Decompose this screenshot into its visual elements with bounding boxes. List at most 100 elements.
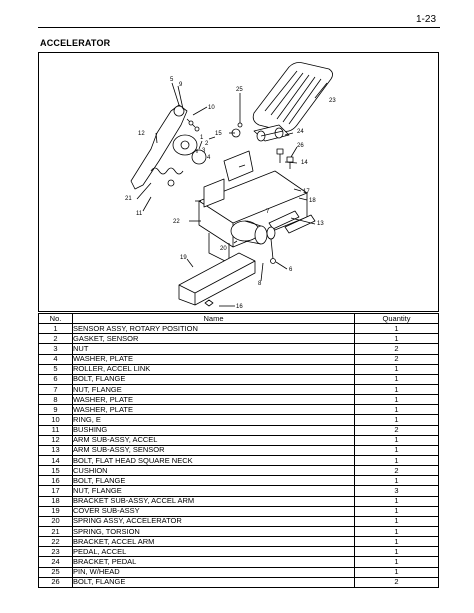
cell-name: ARM SUB-ASSY, SENSOR <box>72 444 355 456</box>
cell-quantity: 1 <box>354 536 439 548</box>
cell-no: 12 <box>38 434 73 446</box>
callout-1: 1 <box>200 135 204 141</box>
cell-no: 3 <box>38 343 73 355</box>
accel-arm-bracket-part <box>198 150 308 264</box>
cell-name: BOLT, FLANGE <box>72 373 355 385</box>
callout-23: 23 <box>329 98 336 104</box>
cell-name: BRACKET, PEDAL <box>72 556 355 568</box>
callout-8: 8 <box>258 281 262 287</box>
cell-no: 5 <box>38 363 73 375</box>
cell-no: 17 <box>38 485 73 497</box>
cell-no: 23 <box>38 546 73 558</box>
cell-name: BOLT, FLANGE <box>72 576 355 588</box>
callout-6: 6 <box>289 267 293 273</box>
callout-3: 3 <box>202 148 206 154</box>
cell-no: 7 <box>38 383 73 396</box>
cover-part <box>178 252 256 306</box>
accel-pedal-part <box>252 62 333 132</box>
cell-name: WASHER, PLATE <box>72 353 355 365</box>
cell-name: WASHER, PLATE <box>72 394 355 406</box>
cell-quantity: 1 <box>354 454 439 467</box>
accelerator-exploded-view: 5 9 10 12 1 2 3 4 15 25 23 24 26 14 17 1… <box>125 62 336 310</box>
cell-no: 25 <box>38 566 73 578</box>
cell-quantity: 1 <box>354 444 439 456</box>
cell-name: GASKET, SENSOR <box>72 333 355 345</box>
callout-13: 13 <box>317 221 324 227</box>
cell-no: 10 <box>38 414 73 426</box>
callout-14: 14 <box>301 160 308 166</box>
cell-quantity: 1 <box>354 495 439 507</box>
sensor-arm-part <box>266 210 316 264</box>
callout-2: 2 <box>205 141 209 147</box>
cell-quantity: 1 <box>354 434 439 446</box>
cell-quantity: 2 <box>354 576 439 588</box>
cell-name: WASHER, PLATE <box>72 404 355 416</box>
cell-quantity: 2 <box>354 353 439 365</box>
exploded-diagram: 5 9 10 12 1 2 3 4 15 25 23 24 26 14 17 1… <box>38 52 439 312</box>
header-quantity: Quantity <box>354 312 439 325</box>
cell-quantity: 1 <box>354 475 439 487</box>
cell-name: ARM SUB-ASSY, ACCEL <box>72 434 355 446</box>
table-header-row: No. Name Quantity <box>38 312 439 325</box>
cell-quantity: 3 <box>354 485 439 497</box>
cell-quantity: 1 <box>354 373 439 385</box>
header-no: No. <box>38 312 73 325</box>
header-name: Name <box>72 312 355 325</box>
cell-name: BOLT, FLAT HEAD SQUARE NECK <box>72 454 355 467</box>
callout-22: 22 <box>173 219 180 225</box>
cell-quantity: 1 <box>354 556 439 568</box>
cell-name: SPRING, TORSION <box>72 525 355 538</box>
cell-name: PIN, W/HEAD <box>72 566 355 578</box>
cell-no: 13 <box>38 444 73 456</box>
callout-5: 5 <box>170 77 174 83</box>
callout-4: 4 <box>207 155 211 161</box>
cell-no: 1 <box>38 323 73 335</box>
cell-quantity: 1 <box>354 323 439 335</box>
cell-name: BOLT, FLANGE <box>72 475 355 487</box>
cell-no: 22 <box>38 536 73 548</box>
callout-15: 15 <box>215 131 222 137</box>
cell-no: 19 <box>38 505 73 517</box>
cell-quantity: 1 <box>354 404 439 416</box>
cell-no: 20 <box>38 515 73 527</box>
cell-no: 9 <box>38 404 73 416</box>
cell-no: 4 <box>38 353 73 365</box>
callout-18: 18 <box>309 198 316 204</box>
cell-no: 2 <box>38 333 73 345</box>
cell-no: 11 <box>38 424 73 436</box>
cell-quantity: 1 <box>354 505 439 517</box>
cell-quantity: 1 <box>354 414 439 426</box>
cell-quantity: 1 <box>354 394 439 406</box>
cell-name: RING, E <box>72 414 355 426</box>
cell-no: 26 <box>38 576 73 588</box>
accel-arm-part <box>130 104 207 190</box>
cell-name: SPRING ASSY, ACCELERATOR <box>72 515 355 527</box>
cell-quantity: 2 <box>354 465 439 477</box>
cell-name: SENSOR ASSY, ROTARY POSITION <box>72 323 355 335</box>
cell-no: 16 <box>38 475 73 487</box>
cell-name: NUT, FLANGE <box>72 485 355 497</box>
cell-quantity: 1 <box>354 515 439 527</box>
cell-no: 24 <box>38 556 73 568</box>
